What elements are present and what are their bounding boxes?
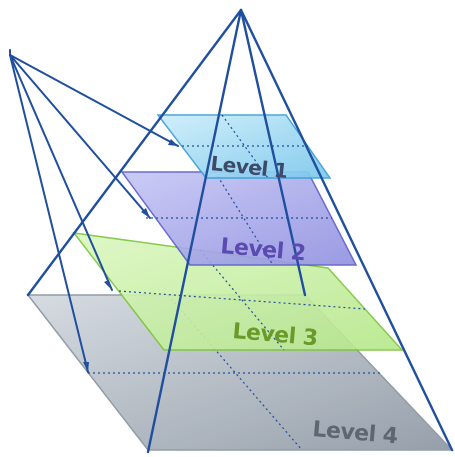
level-1-plane [156,114,332,179]
pyramid-edges [26,8,454,454]
arrowheads [83,139,178,372]
projection-rays [9,49,179,373]
